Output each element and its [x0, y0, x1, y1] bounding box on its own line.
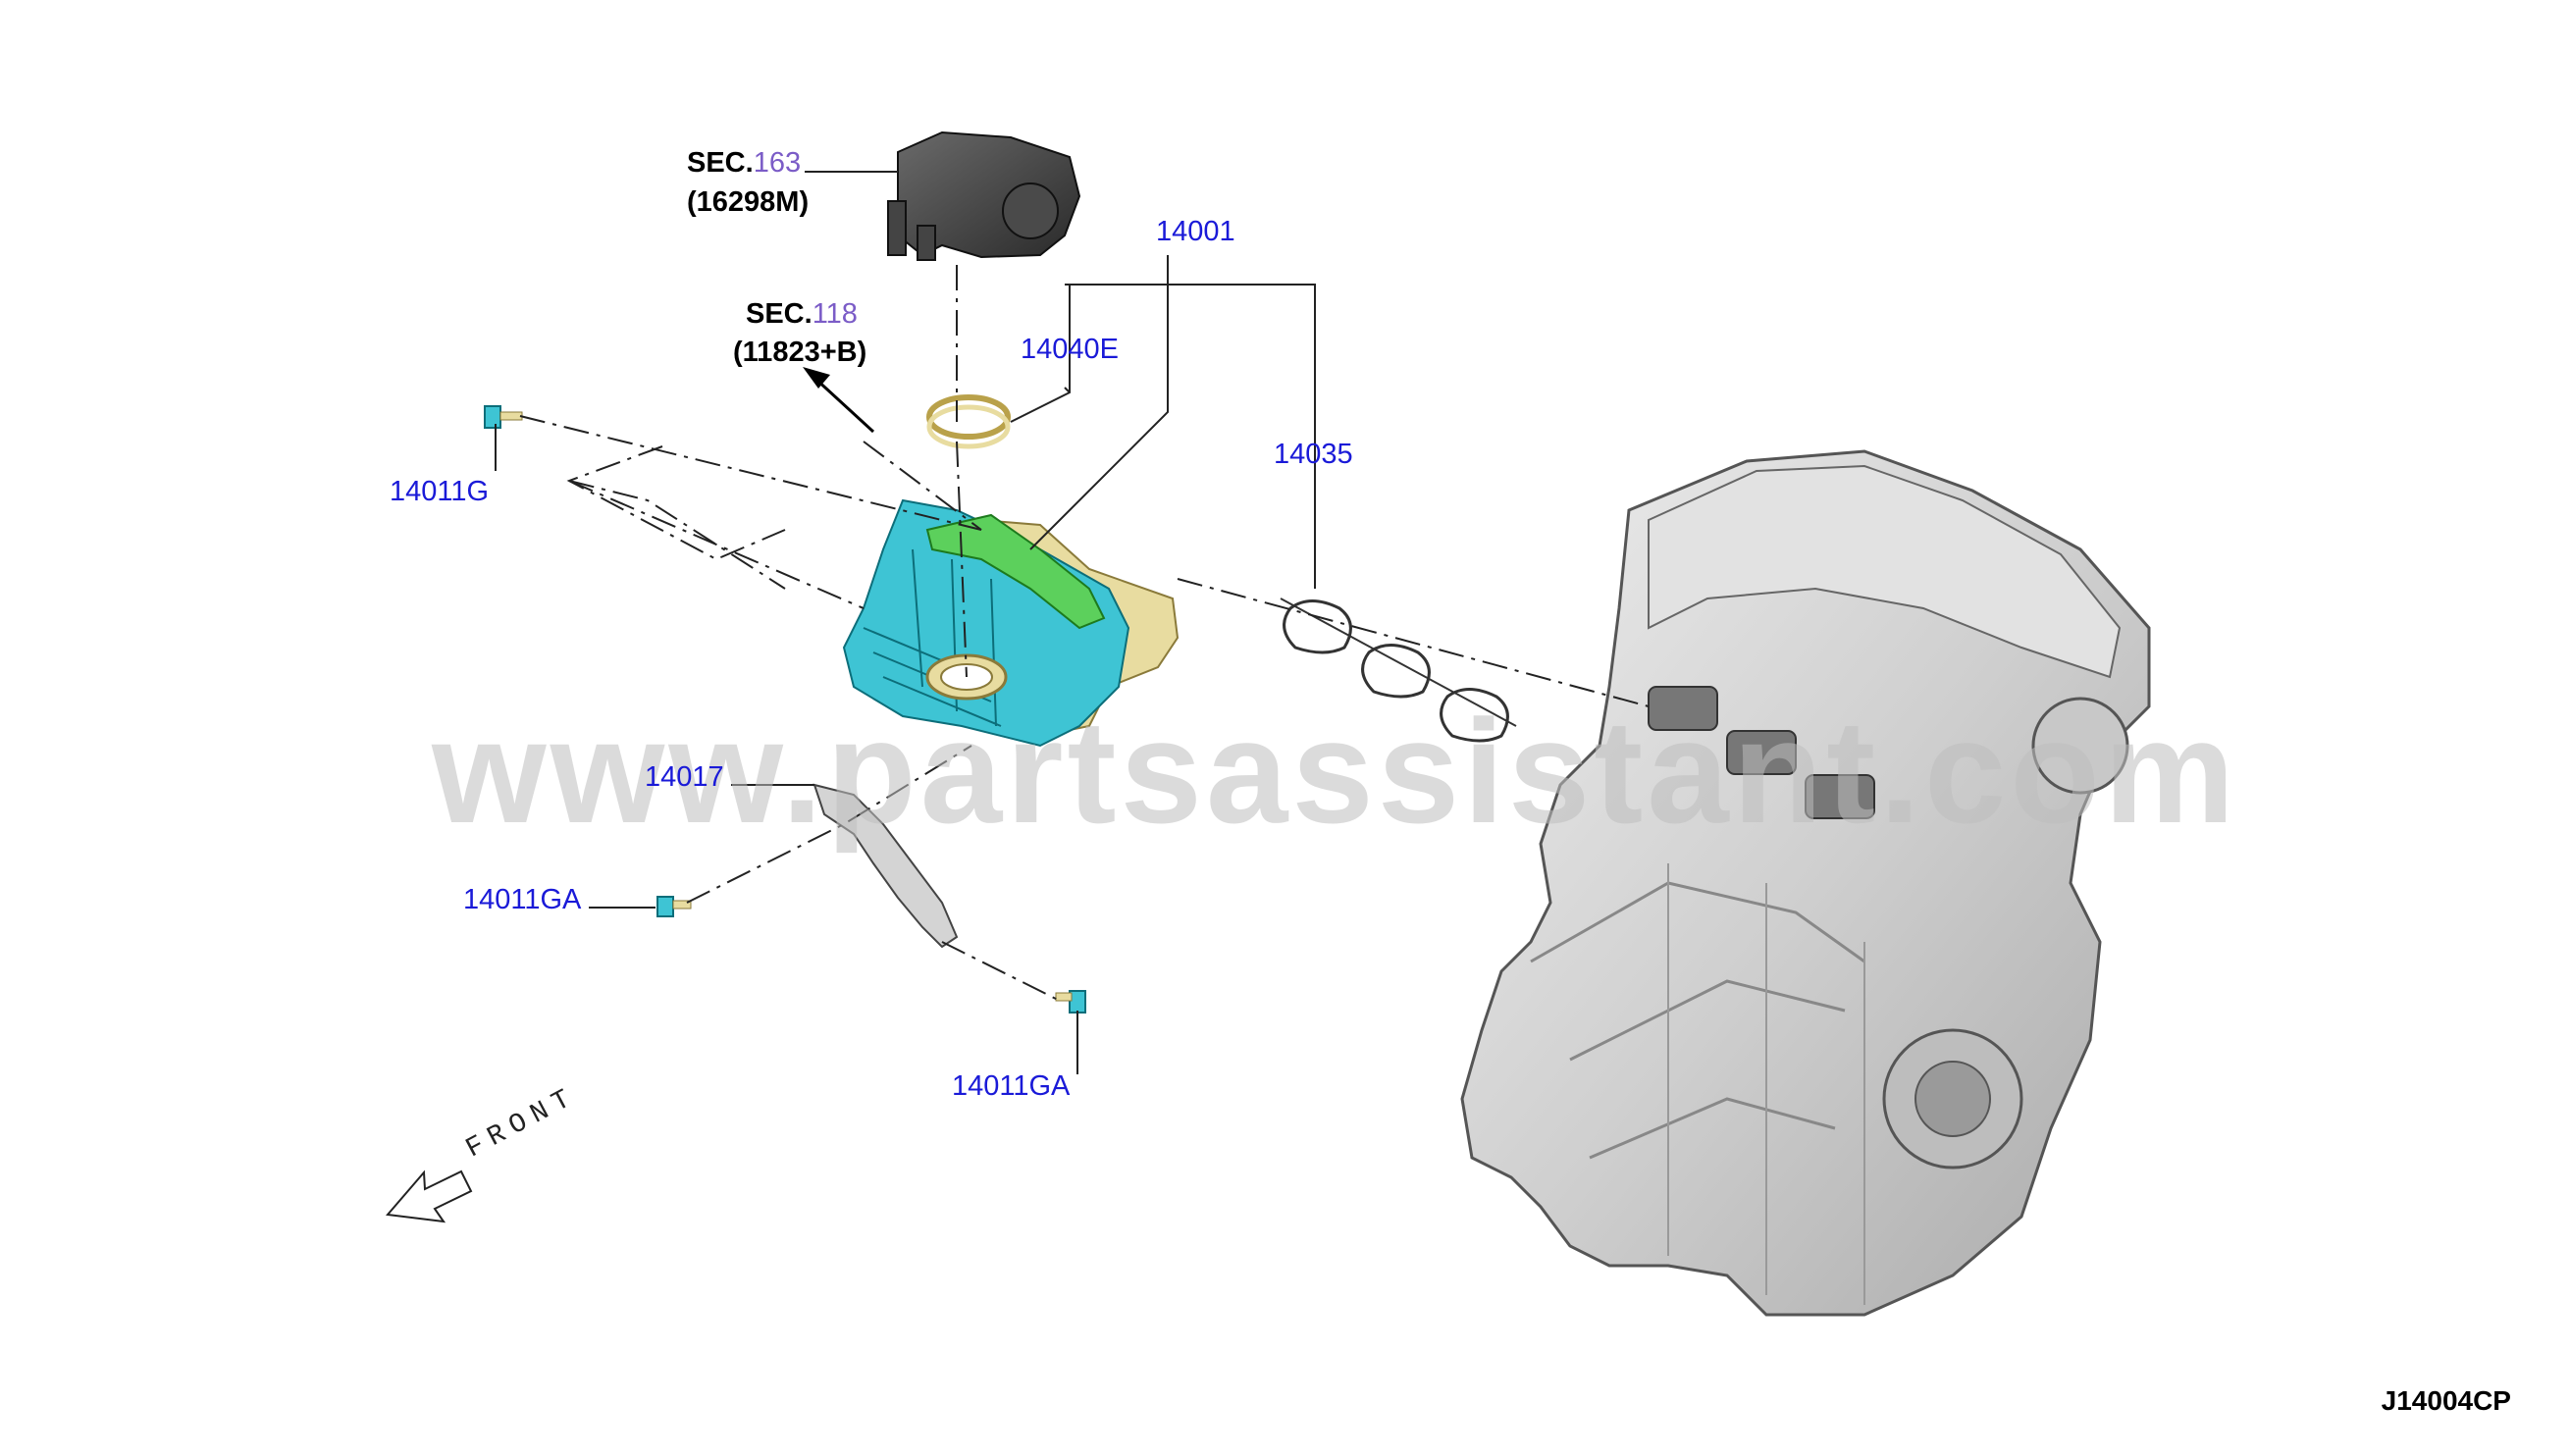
- part-14040e[interactable]: 14040E: [1021, 334, 1119, 365]
- sec118-number: 118: [812, 298, 858, 330]
- port-gasket: [1280, 598, 1517, 743]
- ring-gasket: [926, 394, 1011, 449]
- intake-manifold: [842, 498, 1180, 748]
- sec163-ref: (16298M): [687, 186, 810, 218]
- sec163-number: 163: [753, 147, 802, 179]
- sec118-ref: (11823+B): [733, 337, 867, 368]
- engine-block: [1460, 449, 2151, 1317]
- diagram-code: J14004CP: [2381, 1385, 2511, 1416]
- throttle-body: [887, 130, 1081, 261]
- sec163-label[interactable]: SEC.163: [687, 149, 801, 178]
- part-14011ga-upper[interactable]: 14011GA: [463, 884, 582, 915]
- bolt-14011ga-lower: [1055, 990, 1086, 1014]
- part-14017[interactable]: 14017: [645, 761, 724, 793]
- bolt-14011g: [484, 405, 523, 429]
- leader-14001: [1065, 255, 1315, 286]
- part-14035[interactable]: 14035: [1274, 439, 1353, 470]
- part-14011g[interactable]: 14011G: [390, 476, 490, 507]
- sec118-prefix: SEC.: [746, 298, 813, 330]
- sec118-label[interactable]: SEC.118: [746, 300, 858, 329]
- bracket: [813, 783, 959, 949]
- bolt-14011ga-upper: [656, 896, 692, 917]
- part-14001[interactable]: 14001: [1156, 216, 1235, 247]
- sec118-arrow: [803, 367, 875, 434]
- part-14011ga-lower[interactable]: 14011GA: [952, 1070, 1071, 1102]
- assembly-centerlines: [519, 265, 1650, 1002]
- sec163-prefix: SEC.: [687, 147, 754, 179]
- front-arrow: [386, 1170, 473, 1223]
